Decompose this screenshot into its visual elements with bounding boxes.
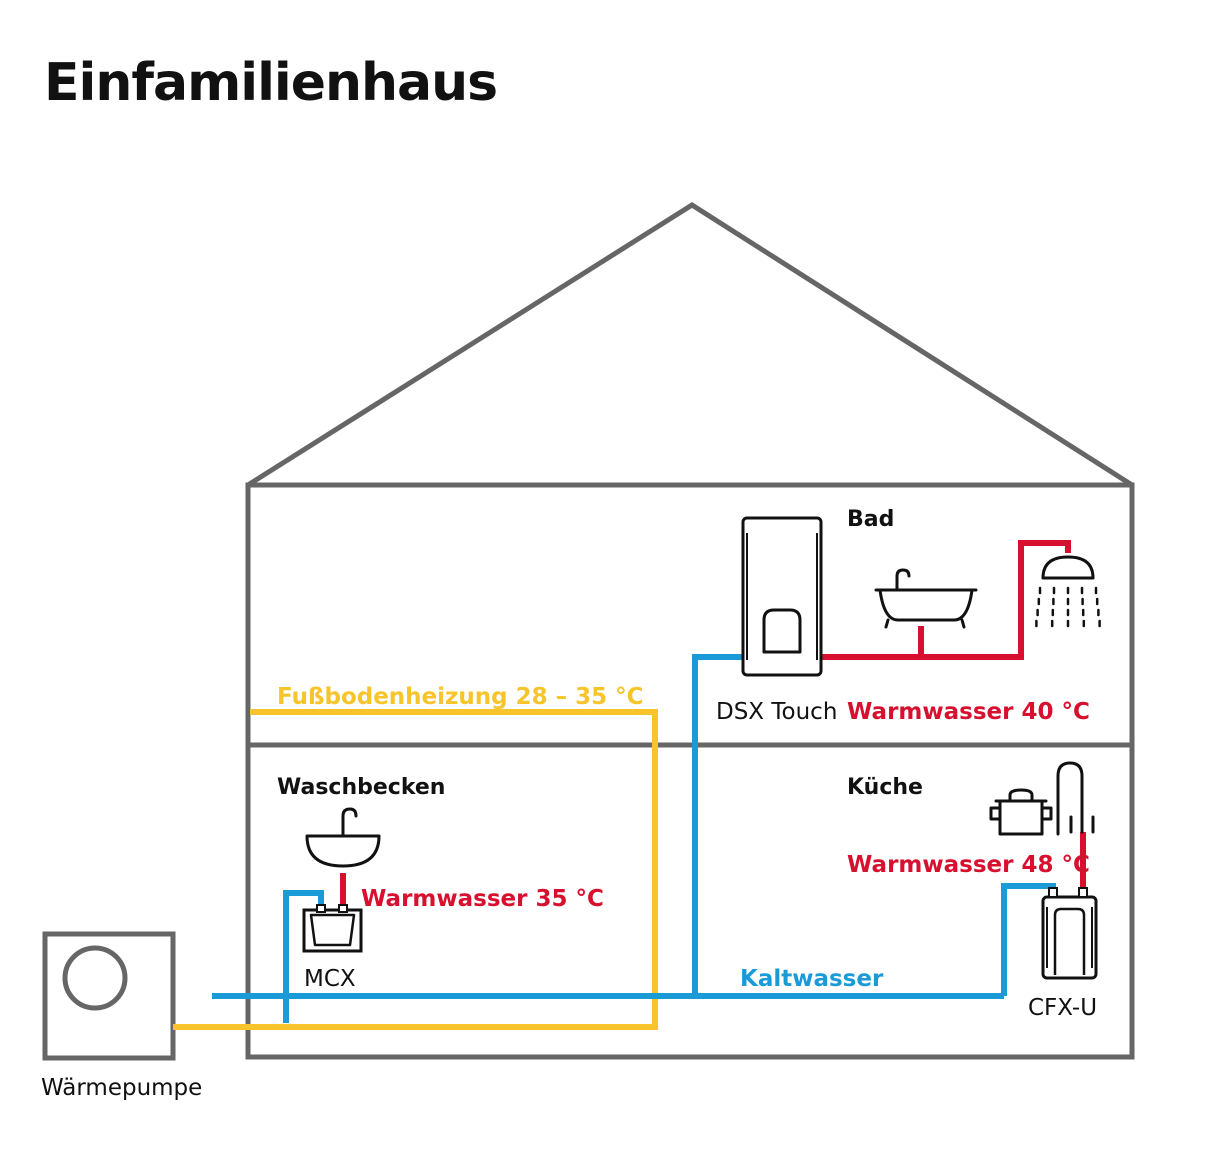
cfx-label: CFX-U xyxy=(1028,995,1097,1021)
hot-water-pipes xyxy=(340,540,1086,908)
roof xyxy=(246,202,1134,488)
shower-head-icon xyxy=(1035,555,1101,628)
shower-drops xyxy=(1035,586,1101,628)
room-waschbecken-label: Waschbecken xyxy=(277,775,445,800)
heat-pump-box xyxy=(42,931,176,1061)
bathtub-icon xyxy=(874,568,978,629)
dsx-label: DSX Touch xyxy=(716,699,837,725)
page-title: Einfamilienhaus xyxy=(44,53,497,113)
house-outline xyxy=(245,202,1135,1060)
warm-bad-label: Warmwasser 40 °C xyxy=(847,699,1090,725)
mcx-heater-icon xyxy=(302,904,363,953)
cold-water-label: Kaltwasser xyxy=(740,966,884,992)
heat-pump-label: Wärmepumpe xyxy=(41,1075,202,1101)
cold-to-dsx xyxy=(692,654,742,996)
warm-waschbecken-label: Warmwasser 35 °C xyxy=(361,886,604,912)
sink-icon xyxy=(305,807,381,868)
house-walls xyxy=(245,482,1135,1060)
warm-kueche-label: Warmwasser 48 °C xyxy=(847,852,1090,878)
floor-heating-pipe xyxy=(173,709,658,1030)
kitchen-faucet-icon xyxy=(1056,761,1095,836)
heat-pump-fan-icon xyxy=(62,945,128,1011)
room-bad-label: Bad xyxy=(847,507,894,532)
cfx-heater-icon xyxy=(1041,887,1098,980)
heat-pump xyxy=(42,931,176,1061)
dsx-heater-icon xyxy=(741,516,823,677)
mcx-label: MCX xyxy=(304,966,356,992)
floor-heating-label: Fußbodenheizung 28 – 35 °C xyxy=(277,684,644,710)
cold-to-mcx xyxy=(283,890,324,1023)
hot-bad-line xyxy=(822,540,1071,660)
cooking-pot-icon xyxy=(989,788,1053,836)
room-kueche-label: Küche xyxy=(847,775,923,800)
